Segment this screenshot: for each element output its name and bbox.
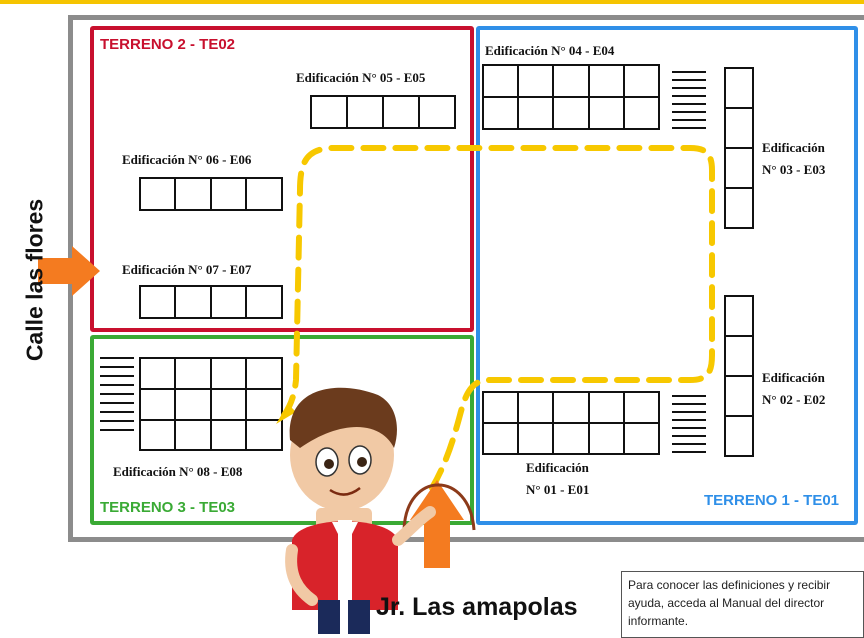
building-e01-grid	[482, 391, 660, 455]
terreno-1-zone	[476, 26, 858, 525]
building-e01-label-line1: Edificación	[526, 460, 589, 475]
terreno-3-zone	[90, 335, 474, 525]
building-e05-label: Edificación N° 05 - E05	[296, 70, 426, 85]
help-note-box: Para conocer las definiciones y recibir …	[621, 571, 864, 638]
entry-arrow-bottom	[410, 480, 464, 568]
entrance-arc	[402, 483, 476, 531]
terreno-2-zone	[90, 26, 474, 332]
street-left-label-wrap: Calle las flores	[20, 165, 50, 395]
entry-arrow-left	[38, 246, 100, 296]
building-e06-label: Edificación N° 06 - E06	[122, 152, 252, 167]
terreno-1-label: TERRENO 1 - TE01	[704, 492, 840, 509]
building-e04-label: Edificación N° 04 - E04	[485, 43, 615, 58]
building-e01-label-line2: N° 01 - E01	[526, 482, 590, 497]
street-left-label: Calle las flores	[21, 198, 48, 362]
top-accent-line	[0, 0, 864, 4]
building-e03-label-line2: N° 03 - E03	[762, 162, 826, 177]
building-e02-label-line1: Edificación	[762, 370, 825, 385]
building-e07-label: Edificación N° 07 - E07	[122, 262, 252, 277]
building-e04-grid	[482, 64, 660, 130]
building-e02-grid	[724, 295, 754, 457]
building-e03-label-line1: Edificación	[762, 140, 825, 155]
mascot-character	[285, 387, 436, 634]
building-e08-label: Edificación N° 08 - E08	[113, 464, 243, 479]
terreno-3-label: TERRENO 3 - TE03	[100, 499, 236, 516]
street-bottom-label: Jr. Las amapolas	[376, 593, 578, 621]
building-e08-grid	[139, 357, 283, 451]
terreno-2-label: TERRENO 2 - TE02	[100, 36, 236, 53]
stairs-marks	[100, 71, 706, 453]
building-e02-label-line2: N° 02 - E02	[762, 392, 826, 407]
building-e06-grid	[139, 177, 283, 211]
route-path	[279, 145, 715, 491]
building-e05-grid	[310, 95, 456, 129]
building-e03-grid	[724, 67, 754, 229]
building-e07-grid	[139, 285, 283, 319]
route-arrowhead	[276, 404, 296, 424]
